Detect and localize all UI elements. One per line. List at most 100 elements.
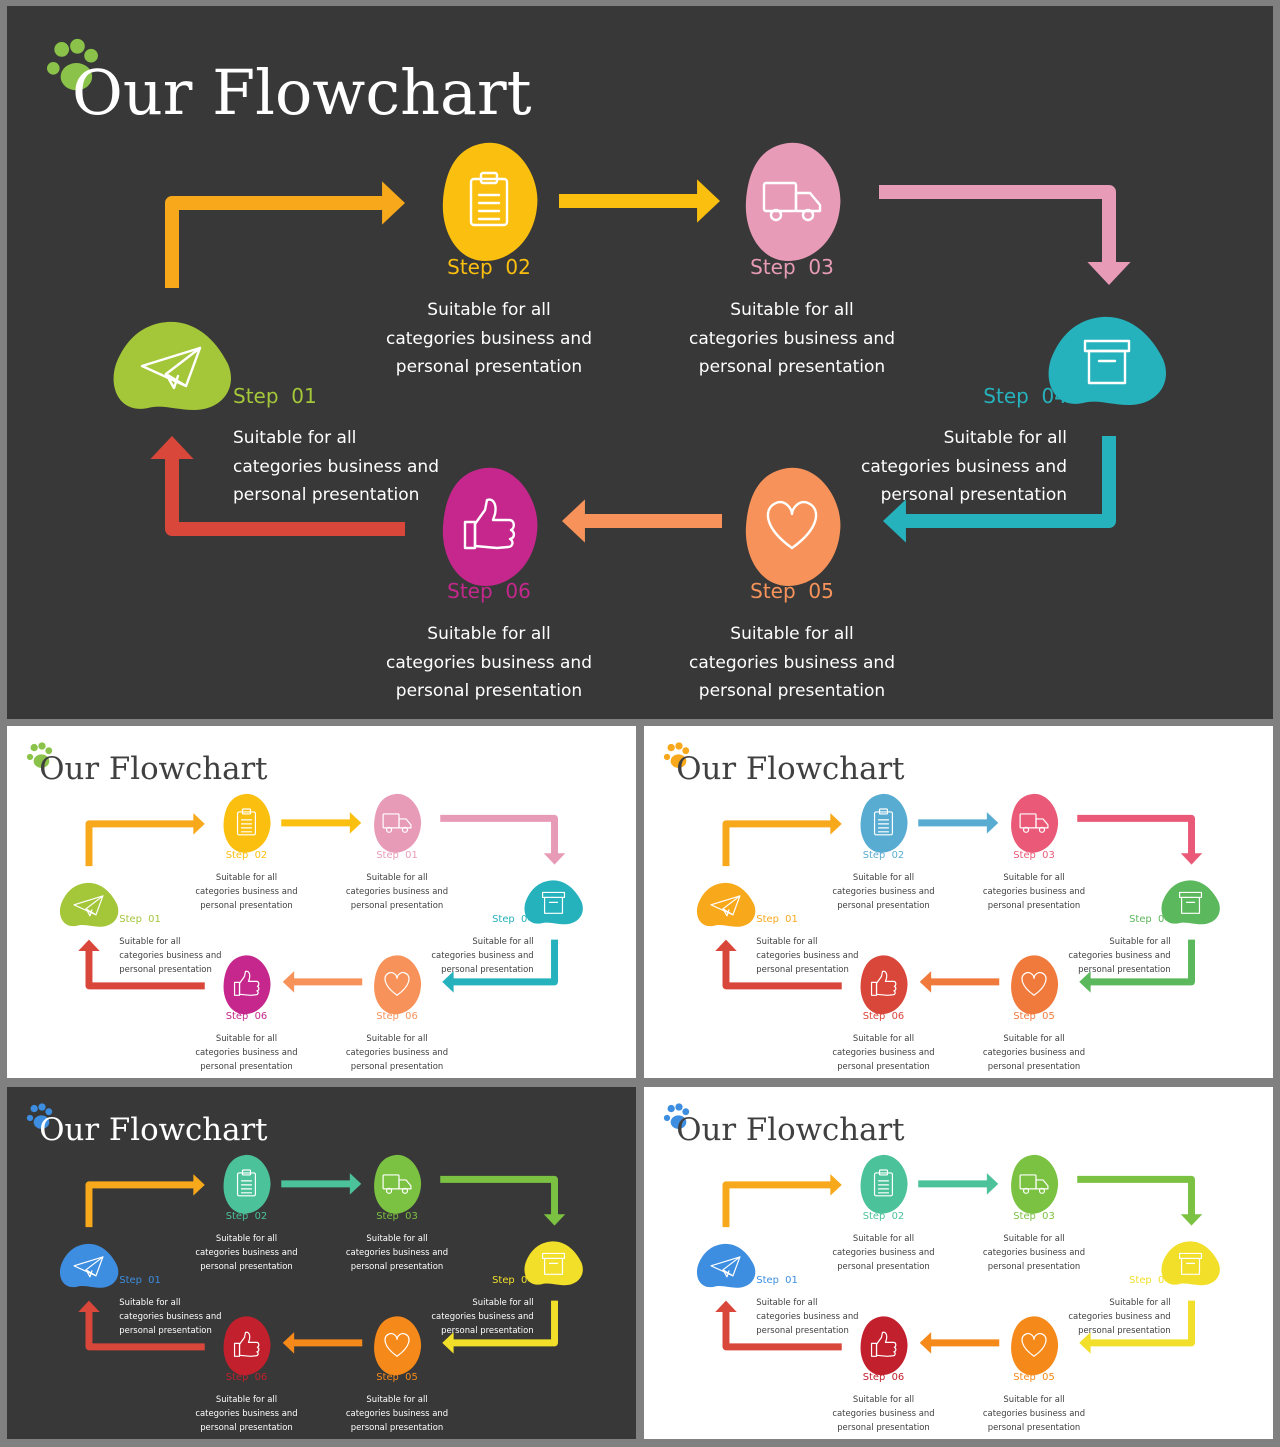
paw-print-logo	[26, 1103, 53, 1129]
description-line: categories business and	[345, 886, 449, 897]
flow-arrow-6	[78, 1300, 205, 1351]
description-line: personal presentation	[200, 1061, 293, 1072]
step-5-blob	[1011, 955, 1059, 1015]
step-3-blob	[1011, 1154, 1059, 1214]
paw-print-logo	[663, 1103, 690, 1129]
description-line: categories business and	[195, 886, 298, 897]
flowchart-graphic	[26, 742, 583, 1015]
step-6-blob	[860, 1316, 908, 1376]
step-4-label: Step 04	[1129, 1274, 1171, 1286]
step-3-blob	[745, 142, 841, 261]
step-5-blob	[374, 1316, 422, 1376]
description-line: personal presentation	[987, 900, 1081, 911]
description-line: categories business and	[832, 1247, 935, 1258]
flow-arrow-3	[879, 185, 1131, 285]
archive-box-icon	[1178, 1252, 1203, 1275]
step-2-blob	[223, 793, 271, 853]
flowchart-graphic	[26, 1103, 583, 1376]
step-1-blob	[696, 1243, 756, 1288]
step-1-blob	[113, 321, 231, 410]
description-line: Suitable for all	[215, 1233, 278, 1244]
flow-arrow-4	[883, 436, 1116, 543]
description-line: Suitable for all	[472, 935, 534, 946]
flow-arrow-2	[281, 1173, 362, 1195]
step-6-blob	[223, 955, 271, 1015]
description-line: categories business and	[982, 1247, 1086, 1258]
description-line: categories business and	[195, 1047, 298, 1058]
flow-arrow-6	[715, 1300, 842, 1351]
thumbs-up-icon	[233, 1331, 260, 1357]
step-3-label: Step 03	[376, 1210, 418, 1222]
description-line: personal presentation	[880, 485, 1067, 505]
description-line: personal presentation	[119, 1324, 212, 1335]
step-2-blob	[442, 142, 538, 261]
description-line: categories business and	[982, 1047, 1086, 1058]
flow-arrow-5	[919, 971, 1000, 993]
step-6-label: Step 06	[225, 1010, 268, 1022]
description-line: personal presentation	[837, 1422, 930, 1433]
description-line: personal presentation	[350, 900, 444, 911]
truck-icon	[1019, 813, 1049, 833]
flow-arrow-5	[282, 1332, 363, 1354]
description-line: personal presentation	[987, 1261, 1081, 1272]
step-3-label: Step 03	[1013, 849, 1055, 861]
step-5-label: Step 05	[1013, 1010, 1055, 1022]
step-6-blob	[223, 1316, 271, 1376]
description-line: Suitable for all	[366, 1394, 428, 1405]
flow-arrow-1	[85, 813, 205, 867]
description-line: personal presentation	[350, 1422, 444, 1433]
step-1-label: Step 01	[756, 1274, 798, 1286]
flow-arrow-6	[150, 436, 405, 536]
description-line: Suitable for all	[730, 624, 854, 644]
description-line: categories business and	[119, 1310, 222, 1321]
paw-print-logo	[26, 742, 53, 768]
flowchart-graphic	[47, 38, 1166, 586]
heart-icon	[384, 1332, 410, 1357]
flow-arrow-6	[78, 939, 205, 990]
step-6-blob	[860, 955, 908, 1015]
description-line: Suitable for all	[215, 1394, 278, 1405]
step-1-label: Step 01	[756, 913, 798, 925]
description-line: Suitable for all	[1003, 1394, 1065, 1405]
description-line: categories business and	[832, 1047, 935, 1058]
step-1-blob	[59, 1243, 119, 1288]
description-line: Suitable for all	[119, 935, 181, 946]
description-line: categories business and	[756, 949, 859, 960]
description-line: Suitable for all	[730, 300, 854, 320]
flow-arrow-4	[442, 1300, 558, 1354]
heart-icon	[766, 500, 818, 550]
description-line: categories business and	[431, 1310, 534, 1321]
step-2-label: Step 02	[862, 849, 905, 861]
page-title: Our Flowchart	[676, 750, 905, 787]
description-line: personal presentation	[200, 900, 293, 911]
description-line: categories business and	[195, 1247, 298, 1258]
description-line: personal presentation	[395, 681, 583, 701]
truck-icon	[382, 813, 412, 833]
step-1-label: Step 01	[233, 384, 317, 408]
description-line: categories business and	[832, 1408, 935, 1419]
description-line: categories business and	[119, 949, 222, 960]
description-line: Suitable for all	[1003, 1233, 1065, 1244]
step-3-label: Step 01	[376, 849, 418, 861]
flowchart-graphic	[663, 1103, 1220, 1376]
archive-box-icon	[541, 1252, 566, 1275]
heart-icon	[1021, 971, 1047, 996]
clipboard-icon	[236, 1169, 257, 1197]
paper-plane-icon	[140, 346, 202, 390]
description-line: personal presentation	[837, 900, 930, 911]
step-5-blob	[374, 955, 422, 1015]
step-3-blob	[1011, 793, 1059, 853]
description-line: personal presentation	[698, 681, 886, 701]
heart-icon	[384, 971, 410, 996]
